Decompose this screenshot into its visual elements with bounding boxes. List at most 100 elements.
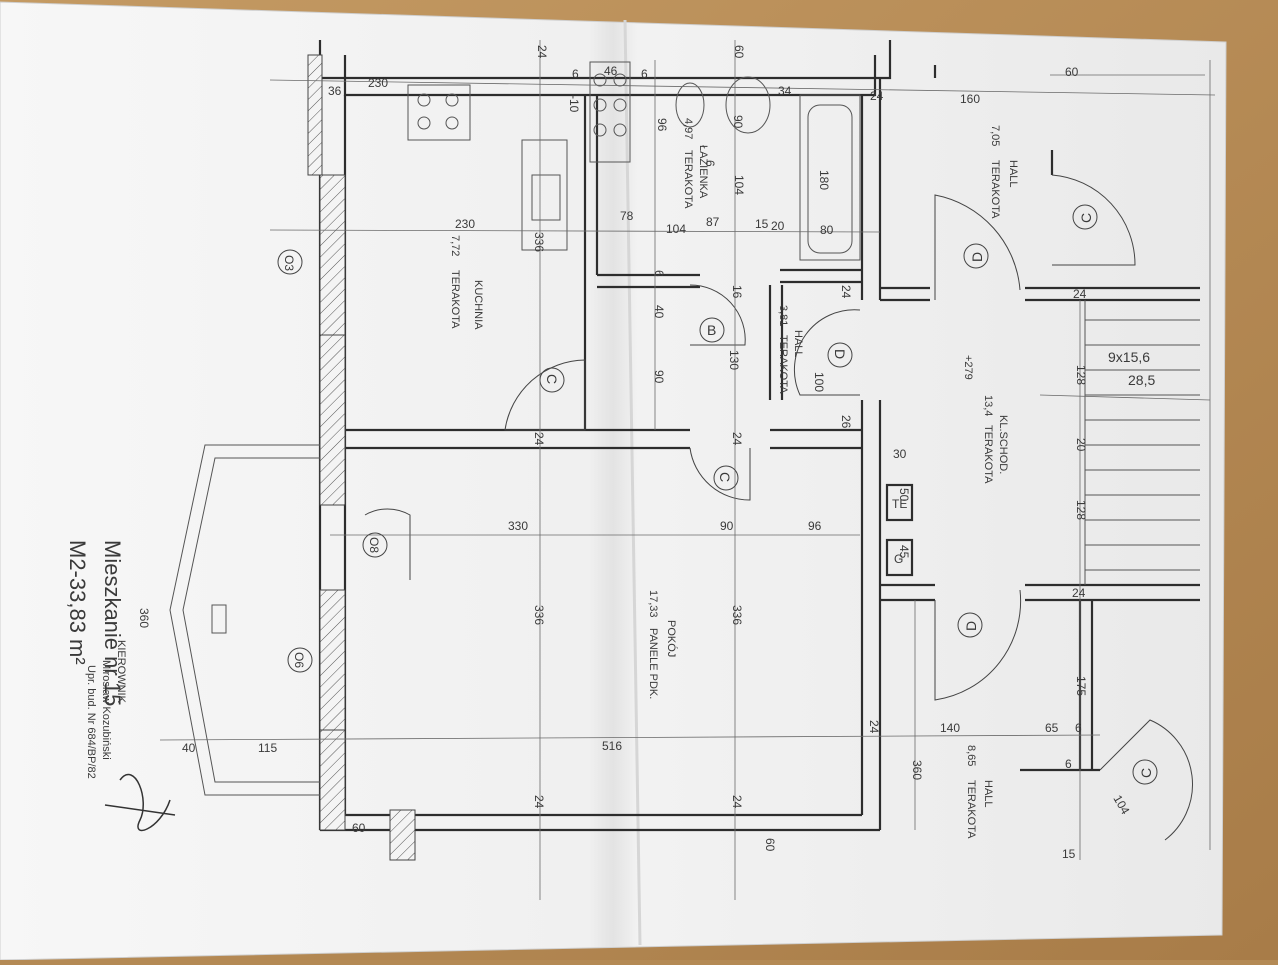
svg-text:28,5: 28,5 [1128, 372, 1155, 388]
svg-text:ŁAZIENKA: ŁAZIENKA [697, 145, 709, 199]
svg-text:46: 46 [604, 64, 618, 78]
svg-text:80: 80 [820, 223, 834, 237]
svg-text:115: 115 [258, 741, 277, 755]
svg-text:36: 36 [328, 84, 342, 98]
svg-text:6: 6 [703, 160, 717, 167]
room-klatka: KL.SCHOD. 13,4 TERAKOTA [982, 395, 1009, 484]
shaft-g: G [894, 552, 903, 566]
svg-text:24: 24 [1073, 287, 1087, 301]
svg-text:-10: -10 [567, 95, 581, 113]
shaft-te: TE [892, 497, 907, 511]
svg-text:26: 26 [839, 415, 853, 429]
svg-text:50: 50 [897, 488, 911, 502]
svg-text:6: 6 [652, 270, 666, 277]
svg-text:78: 78 [620, 209, 634, 223]
svg-text:PANELE PDK.: PANELE PDK. [647, 628, 659, 699]
svg-text:7,72: 7,72 [449, 235, 461, 256]
svg-text:40: 40 [182, 741, 196, 755]
paper-fold [623, 19, 642, 946]
svg-text:128: 128 [1074, 365, 1088, 385]
svg-text:60: 60 [763, 838, 777, 852]
svg-text:24: 24 [867, 720, 881, 734]
svg-text:6: 6 [641, 67, 648, 81]
staircase [1084, 300, 1200, 585]
svg-text:POKÓJ: POKÓJ [665, 620, 678, 657]
svg-text:9x15,6: 9x15,6 [1108, 349, 1150, 365]
svg-text:D: D [963, 621, 979, 631]
svg-text:O6: O6 [292, 652, 306, 668]
svg-text:TERAKOTA: TERAKOTA [777, 335, 789, 394]
svg-text:24: 24 [532, 795, 546, 809]
room-hall-top: HALL 7,05 TERAKOTA [989, 125, 1019, 219]
svg-text:C: C [1138, 768, 1154, 778]
svg-text:TERAKOTA: TERAKOTA [682, 150, 694, 209]
svg-text:7,05: 7,05 [989, 125, 1001, 146]
svg-text:20: 20 [1074, 438, 1088, 452]
svg-text:16: 16 [730, 285, 744, 299]
sheet-area: M2-33,83 m² [65, 540, 90, 665]
svg-text:D: D [832, 349, 848, 359]
symbol-circles [277, 204, 1158, 785]
svg-text:96: 96 [655, 118, 669, 132]
stamp-role: KIEROWNIK [115, 640, 127, 704]
svg-text:230: 230 [455, 217, 475, 231]
svg-text:24: 24 [730, 432, 744, 446]
svg-text:6: 6 [1065, 757, 1072, 771]
svg-text:60: 60 [352, 821, 366, 835]
svg-text:130: 130 [727, 350, 741, 370]
svg-text:90: 90 [731, 115, 745, 129]
svg-text:17,33: 17,33 [647, 590, 659, 618]
svg-text:15: 15 [755, 217, 769, 231]
svg-text:3,81: 3,81 [777, 305, 789, 326]
bath-fixtures [589, 61, 861, 261]
room-kuchnia: KUCHNIA 7,72 TERAKOTA [449, 235, 484, 330]
svg-text:175: 175 [1074, 676, 1088, 696]
stamp-name: Mirosław Kozubiński [100, 660, 112, 760]
door-swings [364, 174, 1193, 841]
stairs-info: 9x15,6 28,5 +279 [962, 349, 1155, 388]
svg-text:+279: +279 [962, 355, 974, 380]
svg-text:HALL: HALL [1007, 160, 1019, 188]
svg-text:160: 160 [960, 92, 980, 106]
svg-text:140: 140 [940, 721, 960, 735]
svg-text:B: B [707, 322, 716, 338]
svg-text:360: 360 [910, 760, 924, 780]
svg-text:90: 90 [720, 519, 734, 533]
stamp-license: Upr. bud. Nr 684/BP/82 [85, 665, 97, 779]
svg-text:HALL: HALL [982, 780, 994, 808]
svg-text:60: 60 [732, 45, 746, 59]
svg-text:65: 65 [1045, 721, 1059, 735]
svg-text:C: C [717, 472, 733, 482]
room-pokoj: POKÓJ 17,33 PANELE PDK. [647, 590, 678, 699]
svg-text:C: C [544, 374, 560, 384]
svg-text:15: 15 [1062, 847, 1076, 861]
svg-text:330: 330 [508, 519, 528, 533]
signature-scribble [104, 773, 176, 831]
svg-text:6: 6 [572, 67, 579, 81]
svg-text:20: 20 [771, 219, 785, 233]
svg-text:KUCHNIA: KUCHNIA [472, 280, 484, 330]
svg-text:O8: O8 [367, 537, 381, 553]
svg-text:24: 24 [1072, 586, 1086, 600]
dimension-labels: 230 36 6 46 6 60 34 24 24 160 60 96 -10 … [137, 45, 1133, 861]
svg-text:13,4: 13,4 [982, 395, 994, 416]
svg-text:104: 104 [666, 222, 686, 236]
svg-text:KL.SCHOD.: KL.SCHOD. [997, 415, 1009, 474]
svg-text:336: 336 [730, 605, 744, 625]
svg-text:34: 34 [778, 84, 792, 98]
svg-text:4,97: 4,97 [682, 118, 694, 139]
svg-text:HALL: HALL [792, 330, 804, 358]
svg-text:TERAKOTA: TERAKOTA [965, 780, 977, 839]
room-hall-small: HALL 3,81 TERAKOTA [777, 305, 804, 394]
svg-text:24: 24 [870, 89, 884, 103]
svg-text:TERAKOTA: TERAKOTA [989, 160, 1001, 219]
svg-text:104: 104 [732, 175, 746, 195]
svg-text:D: D [969, 252, 985, 262]
svg-text:230: 230 [368, 76, 388, 90]
svg-text:TERAKOTA: TERAKOTA [982, 425, 994, 484]
kitchen-fixtures [407, 84, 568, 251]
paper-sheet [0, 1, 1227, 961]
